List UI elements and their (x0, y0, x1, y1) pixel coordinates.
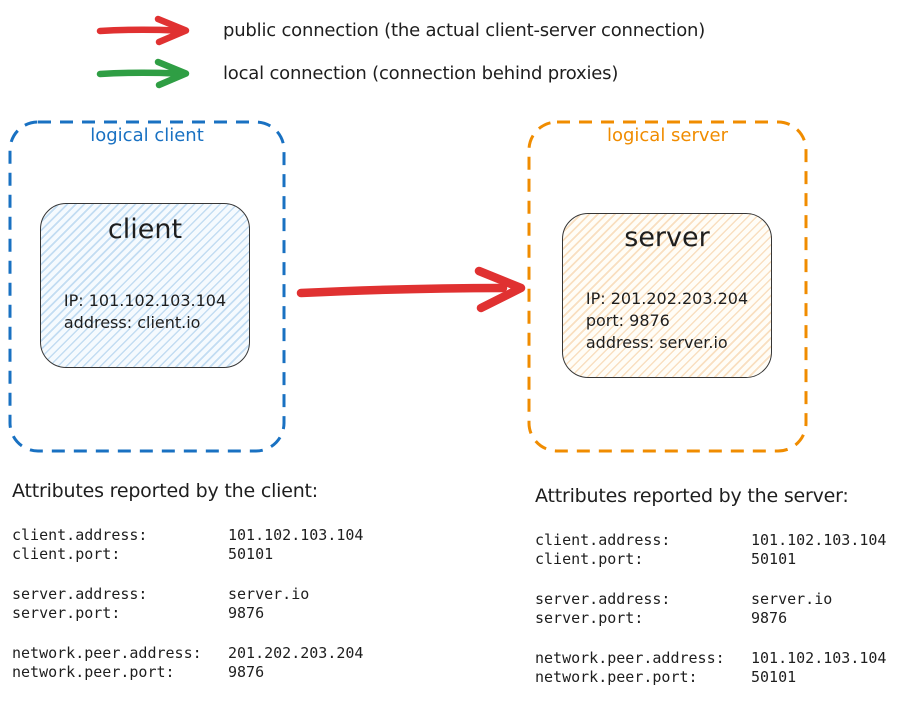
legend-item-local: local connection (connection behind prox… (95, 56, 618, 90)
legend-label-local: local connection (connection behind prox… (223, 62, 619, 84)
client-node-details: IP: 101.102.103.104 address: client.io (41, 290, 249, 334)
client-node: client IP: 101.102.103.104 address: clie… (40, 203, 250, 368)
attr-value: 101.102.103.104 (228, 526, 364, 544)
attr-row: client.address: 101.102.103.104 (12, 526, 412, 545)
attr-row: client.address: 101.102.103.104 (535, 531, 900, 550)
server-node-details: IP: 201.202.203.204 port: 9876 address: … (563, 288, 771, 354)
logical-server-label: logical server (606, 125, 729, 146)
legend-label-public: public connection (the actual client-ser… (223, 19, 706, 41)
client-node-title: client (107, 214, 183, 245)
attr-group-client-reported-client: client.address: 101.102.103.104 client.p… (12, 526, 412, 564)
attr-value: 101.102.103.104 (751, 649, 887, 667)
public-connection-arrow-icon (96, 15, 190, 46)
attr-group-client-reported-peer: network.peer.address: 201.202.203.204 ne… (12, 644, 412, 682)
client-address: address: client.io (63, 313, 201, 332)
logical-client-label: logical client (90, 125, 204, 146)
attr-row: server.address: server.io (12, 585, 412, 604)
attr-key: client.address: (535, 531, 671, 549)
server-address: address: server.io (585, 333, 728, 352)
server-attributes-section: Attributes reported by the server: clien… (535, 485, 900, 708)
attr-row: network.peer.address: 101.102.103.104 (535, 649, 900, 668)
attr-key: network.peer.address: (535, 649, 725, 667)
attr-key: network.peer.port: (535, 668, 698, 686)
attr-group-server-reported-peer: network.peer.address: 101.102.103.104 ne… (535, 649, 900, 687)
attr-value: 201.202.203.204 (228, 644, 364, 662)
attr-value: 50101 (751, 550, 797, 568)
attr-value: 101.102.103.104 (751, 531, 887, 549)
attr-key: network.peer.address: (12, 644, 202, 662)
attr-key: network.peer.port: (12, 663, 175, 681)
attr-group-server-reported-server: server.address: server.io server.port: 9… (535, 590, 900, 628)
logical-client-group: logical client client IP: 101.102.103.10… (8, 120, 286, 453)
attr-group-client-reported-server: server.address: server.io server.port: 9… (12, 585, 412, 623)
server-port: port: 9876 (585, 311, 670, 330)
attr-row: server.address: server.io (535, 590, 900, 609)
server-node-title: server (624, 222, 710, 253)
local-connection-arrow-icon (96, 58, 190, 89)
attr-row: client.port: 50101 (535, 550, 900, 569)
attr-value: server.io (228, 585, 310, 603)
client-attributes-section: Attributes reported by the client: clien… (12, 480, 412, 703)
logical-client-dashed-frame (8, 120, 286, 453)
attr-key: server.address: (12, 585, 148, 603)
client-ip: IP: 101.102.103.104 (63, 291, 227, 310)
client-attributes-title: Attributes reported by the client: (12, 480, 319, 502)
public-connection-arrow (296, 266, 526, 313)
attr-row: client.port: 50101 (12, 545, 412, 564)
attr-row: server.port: 9876 (535, 609, 900, 628)
logical-server-group: logical server server IP: 201.202.203.20… (527, 120, 808, 453)
attr-row: network.peer.port: 9876 (12, 663, 412, 682)
attr-value: server.io (751, 590, 833, 608)
attr-row: server.port: 9876 (12, 604, 412, 623)
logical-server-dashed-frame (527, 120, 808, 453)
attr-key: server.address: (535, 590, 671, 608)
legend-item-public: public connection (the actual client-ser… (95, 13, 705, 47)
attr-key: client.port: (535, 550, 644, 568)
server-attributes-title: Attributes reported by the server: (535, 485, 849, 507)
attr-key: client.port: (12, 545, 121, 563)
attr-key: server.port: (535, 609, 644, 627)
attr-key: client.address: (12, 526, 148, 544)
attr-row: network.peer.port: 50101 (535, 668, 900, 687)
attr-value: 50101 (228, 545, 274, 563)
attr-value: 9876 (751, 609, 788, 627)
server-node: server IP: 201.202.203.204 port: 9876 ad… (562, 213, 772, 378)
attr-value: 50101 (751, 668, 797, 686)
attr-group-server-reported-client: client.address: 101.102.103.104 client.p… (535, 531, 900, 569)
attr-key: server.port: (12, 604, 121, 622)
server-ip: IP: 201.202.203.204 (585, 289, 749, 308)
attr-value: 9876 (228, 604, 265, 622)
attr-row: network.peer.address: 201.202.203.204 (12, 644, 412, 663)
attr-value: 9876 (228, 663, 265, 681)
